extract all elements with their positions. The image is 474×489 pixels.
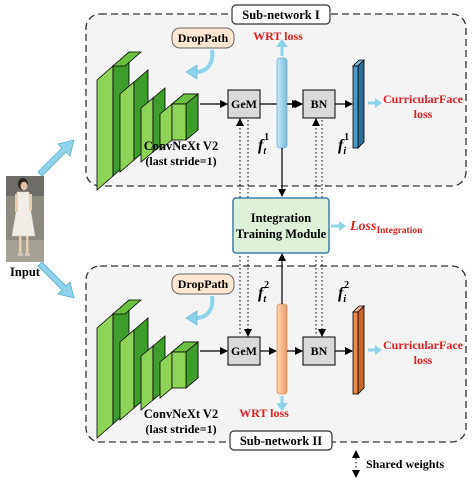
backbone-1-label-line1: ConvNeXt V2 [144,139,218,153]
subnetwork-1-title: Sub-network I [242,8,320,22]
curved-arrow-head-icon [185,64,198,80]
curricular-loss-1-line2: loss [414,107,433,121]
droppath-2-label: DropPath [178,277,229,291]
bn-2-label: BN [311,344,328,358]
gem-2-label: GeM [231,344,257,358]
curricular-loss-2-line1: CurricularFace [383,338,464,352]
subnetwork-1-title-box [231,4,331,25]
subnetwork-2: Sub-network II DropPath ConvNeXt V2 (l [85,265,467,451]
convnext-backbone-2 [96,299,200,439]
feature-fi1-bar [352,59,365,149]
gem-1-label: GeM [231,97,257,111]
feature-ft1-bar [276,57,288,149]
fi1-label: fi1 [338,132,349,157]
bn-1-label: BN [311,97,328,111]
backbone-2-label-line1: ConvNeXt V2 [144,407,218,421]
droppath-1-label: DropPath [178,31,229,45]
droppath-1-box [171,27,235,49]
input-arrow-up [37,139,75,177]
input-label: Input [10,265,41,279]
curricular-2-arrow-head-icon [375,345,382,355]
backbone-1-label-line2: (last stride=1) [145,154,216,168]
feature-ft2-bar [276,303,288,395]
bn-2-box [302,336,336,366]
input-section: Input [6,139,75,299]
legend-shared-weights: Shared weights [352,450,444,478]
curricular-loss-2-line2: loss [414,353,433,367]
fi2-label: fi2 [338,280,349,305]
wrt-loss-2: WRT loss [239,406,289,420]
droppath-1: DropPath [171,27,235,80]
curricular-loss-1-line1: CurricularFace [383,92,464,106]
subnetwork-2-title-box [229,430,333,451]
integration-loss-arrow-head-icon [339,221,346,231]
integration-module: Integration Training Module LossIntegrat… [232,148,423,304]
wrt-1-arrow-head-icon [276,39,288,47]
shared-weights-arrowheads [236,118,326,337]
gem-2-box [227,336,261,366]
curved-arrow-icon [195,295,215,320]
integration-module-line2: Training Module [236,227,327,241]
integration-module-box [232,197,330,254]
subnetwork-2-title: Sub-network II [240,434,322,448]
droppath-2-box [171,273,235,295]
ft2-label: ft2 [258,280,269,305]
backbone-2-label-line2: (last stride=1) [145,422,216,436]
subnetwork-1: Sub-network I DropPath ConvN [85,4,467,191]
wrt-2-arrow-head-icon [276,403,288,411]
input-arrow-down [37,261,75,299]
wrt-loss-1: WRT loss [253,29,303,43]
droppath-2: DropPath [171,273,235,326]
curved-arrow-head-icon [185,310,198,326]
curricular-1-arrow-head-icon [375,98,382,108]
feature-fi2-bar [352,305,365,395]
integration-loss: LossIntegration [349,219,423,236]
input-image [6,176,44,262]
legend-label: Shared weights [366,457,444,471]
gem-1-box [227,89,261,119]
curved-arrow-icon [195,49,215,74]
convnext-backbone-1 [96,51,200,191]
integration-module-line1: Integration [251,211,311,225]
ft1-label: ft1 [258,132,269,157]
